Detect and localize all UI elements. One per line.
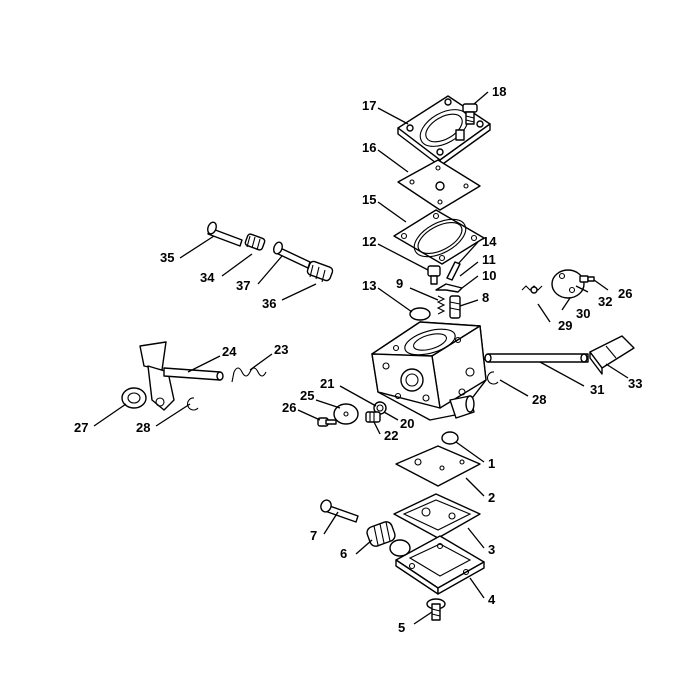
part-23-spring (231, 367, 267, 383)
callout-24: 24 (222, 344, 237, 359)
part-2-gasket (395, 445, 481, 487)
callout-28-left: 28 (136, 420, 150, 435)
leader-lines (93, 91, 629, 625)
callout-10: 10 (482, 268, 496, 283)
part-29-spring (521, 285, 543, 294)
callout-5: 5 (398, 620, 405, 635)
part-30-disk (551, 269, 585, 299)
callout-1: 1 (488, 456, 495, 471)
callout-22: 22 (384, 428, 398, 443)
callout-7: 7 (310, 528, 317, 543)
callout-9: 9 (396, 276, 403, 291)
callout-labels: 1 2 3 4 5 6 7 8 9 10 11 12 13 14 15 16 1… (74, 84, 642, 635)
callout-23: 23 (274, 342, 288, 357)
callout-36: 36 (262, 296, 276, 311)
callout-35: 35 (160, 250, 174, 265)
part-16-gasket (397, 159, 481, 211)
part-32-screw (579, 275, 595, 283)
callout-34: 34 (200, 270, 215, 285)
part-25-disk (333, 403, 359, 425)
callout-16: 16 (362, 140, 376, 155)
callout-11: 11 (482, 252, 496, 267)
callout-8: 8 (482, 290, 489, 305)
carburetor-body (371, 321, 487, 421)
callout-3: 3 (488, 542, 495, 557)
callout-20: 20 (400, 416, 414, 431)
part-7-screw (320, 499, 359, 523)
part-13-disk (409, 307, 431, 321)
part-35-idle-screw (207, 221, 243, 247)
part-3-pump-plate (393, 493, 481, 539)
callout-17: 17 (362, 98, 376, 113)
part-1-plug (441, 431, 459, 445)
part-15-diaphragm (393, 209, 485, 265)
part-14-pin (446, 261, 461, 281)
part-37-screw (273, 241, 311, 269)
part-5-screw (426, 598, 446, 621)
callout-21: 21 (320, 376, 334, 391)
callout-31: 31 (590, 382, 604, 397)
callout-25: 25 (300, 388, 314, 403)
callout-26-right: 26 (618, 286, 632, 301)
part-10-control-lever (435, 283, 463, 293)
callout-29: 29 (558, 318, 572, 333)
callout-37: 37 (236, 278, 250, 293)
callout-6: 6 (340, 546, 347, 561)
part-4-base-plate (389, 535, 485, 595)
callout-26-left: 26 (282, 400, 296, 415)
part-36-spring (306, 260, 334, 283)
part-26-screw-left (317, 417, 337, 427)
part-33-knob (589, 335, 635, 375)
callout-12: 12 (362, 234, 376, 249)
callout-4: 4 (488, 592, 496, 607)
callout-2: 2 (488, 490, 495, 505)
part-28-clip-left (187, 397, 199, 411)
part-27-roller (121, 387, 147, 409)
part-22-spring (365, 411, 381, 423)
part-8-screw (449, 295, 461, 319)
callout-28-right: 28 (532, 392, 546, 407)
callout-14: 14 (482, 234, 497, 249)
part-24-lever-shaft (139, 341, 224, 411)
callout-15: 15 (362, 192, 376, 207)
callout-32: 32 (598, 294, 612, 309)
part-34-spring (244, 233, 266, 251)
part-28-clip-right (487, 371, 499, 385)
callout-18: 18 (492, 84, 506, 99)
callout-33: 33 (628, 376, 642, 391)
part-9-spring (436, 295, 446, 315)
callout-30: 30 (576, 306, 590, 321)
part-31-shaft (484, 353, 589, 363)
callout-27: 27 (74, 420, 88, 435)
part-6-filter (366, 521, 396, 547)
callout-13: 13 (362, 278, 376, 293)
part-12-inlet-needle (427, 265, 441, 285)
part-18-screw (462, 103, 478, 125)
